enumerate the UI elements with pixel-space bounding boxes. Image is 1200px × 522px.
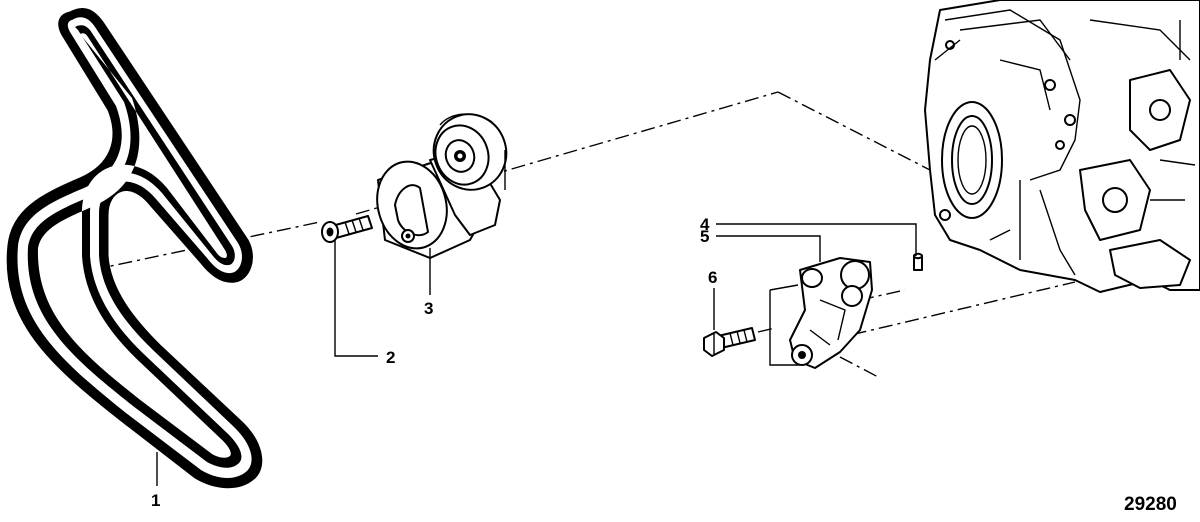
callout-3: 3 (424, 299, 433, 318)
tensioner-bracket (789, 257, 873, 369)
dowel-pin (913, 252, 923, 271)
callout-labels: 1 2 3 4 5 6 (151, 215, 717, 510)
callout-1: 1 (151, 491, 160, 510)
bracket-guide-lines (769, 284, 800, 366)
drive-belt (6, 8, 263, 489)
callout-6: 6 (708, 268, 717, 287)
tensioner-bolt (321, 215, 373, 243)
callout-4: 4 (700, 215, 710, 234)
callout-2: 2 (386, 348, 395, 367)
leader-lines (156, 223, 917, 486)
bracket-bolt (703, 327, 776, 357)
callout-5: 5 (700, 227, 709, 246)
figure-number: 29280 (1124, 494, 1177, 515)
belt-tensioner (376, 113, 508, 259)
engine-front-cover (924, 0, 1200, 293)
